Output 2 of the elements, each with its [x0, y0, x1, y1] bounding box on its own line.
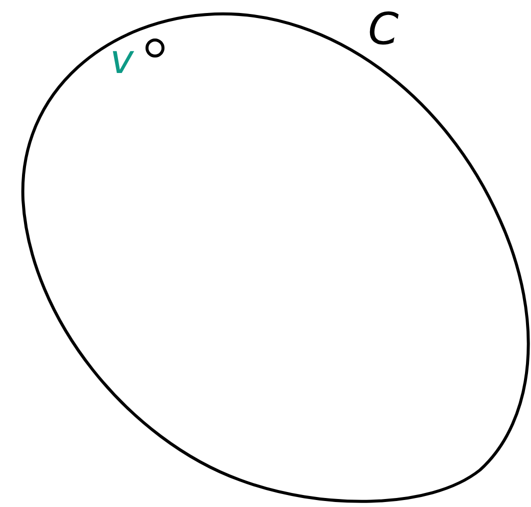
vertex-label: v	[110, 40, 134, 80]
curve-label: C	[368, 8, 399, 52]
